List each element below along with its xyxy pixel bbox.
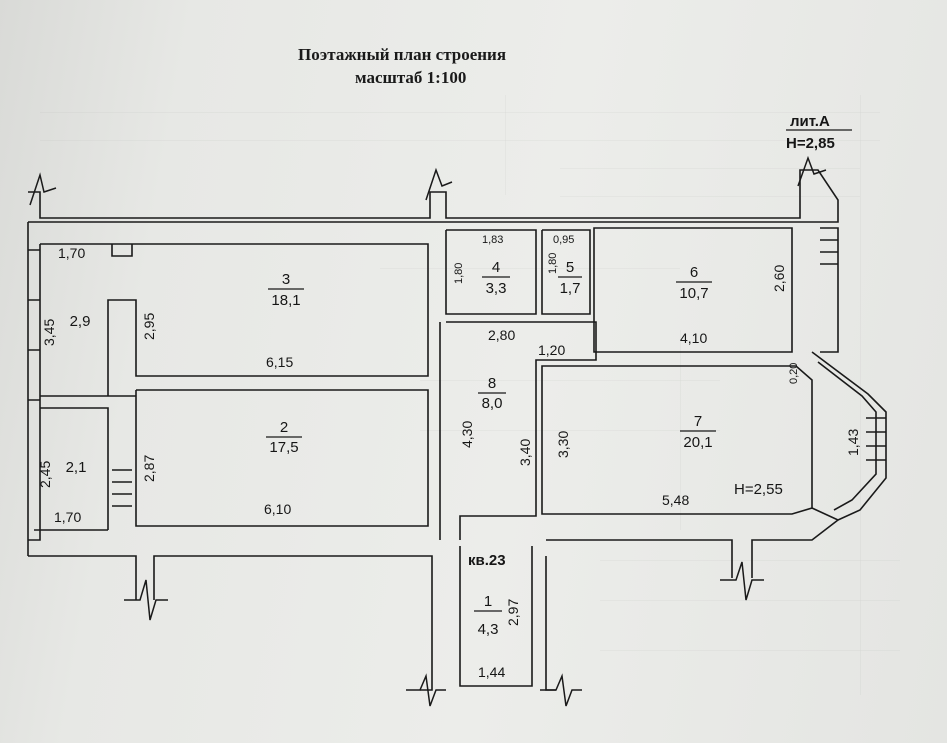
room-2-wall — [135, 389, 429, 527]
dim-2-95: 2,95 — [141, 313, 157, 340]
room-5-number: 5 — [566, 259, 574, 276]
main-height-label: Н=2,85 — [786, 135, 835, 152]
room-1-number: 1 — [484, 593, 492, 610]
dim-3-45: 3,45 — [41, 319, 57, 346]
room-7-number: 7 — [694, 413, 702, 430]
bottom-right-wall — [546, 519, 839, 578]
room-3-wall — [40, 243, 429, 396]
dim-1-20: 1,20 — [538, 342, 565, 358]
room-3-area: 18,1 — [271, 292, 300, 309]
break-mark-bottomleft — [124, 579, 168, 621]
break-mark-bottomright — [720, 561, 764, 601]
room-2-area: 17,5 — [269, 439, 298, 456]
dim-4-10: 4,10 — [680, 330, 707, 346]
room-6-area: 10,7 — [679, 285, 708, 302]
dim-4-30: 4,30 — [459, 421, 475, 448]
room-4-wall — [445, 229, 537, 315]
apartment-label: кв.23 — [468, 552, 506, 569]
dim-2-80: 2,80 — [488, 327, 515, 343]
plan-walls — [27, 169, 887, 691]
dim-1-83: 1,83 — [482, 234, 503, 246]
dim-6-10: 6,10 — [264, 501, 291, 517]
break-mark-topcenter — [425, 167, 453, 201]
room-8-number: 8 — [488, 375, 496, 392]
dim-6-15: 6,15 — [266, 354, 293, 370]
room-5-area: 1,7 — [560, 280, 581, 297]
room-4-number: 4 — [492, 259, 500, 276]
dim-0-95: 0,95 — [553, 234, 574, 246]
room-1-area: 4,3 — [478, 621, 499, 638]
dim-1-70-top: 1,70 — [58, 245, 85, 261]
hallway-8-wall — [446, 321, 597, 540]
dim-2-97: 2,97 — [505, 599, 521, 626]
dim-1-80-a: 1,80 — [453, 263, 465, 284]
window-hatch-bay — [866, 417, 886, 461]
niche-wall — [111, 244, 133, 257]
room-5-wall — [541, 229, 591, 315]
dim-1-44: 1,44 — [478, 664, 505, 680]
dim-5-48: 5,48 — [662, 492, 689, 508]
room-2-number: 2 — [280, 419, 288, 436]
liter-label: лит.А — [790, 113, 830, 130]
dim-1-80-b: 1,80 — [547, 253, 559, 274]
room-3-number: 3 — [282, 271, 290, 288]
right-outer-wall — [820, 227, 839, 353]
room-7-height: Н=2,55 — [734, 481, 783, 498]
dim-3-30: 3,30 — [555, 431, 571, 458]
room-6-wall — [593, 227, 793, 353]
area-fraction-lines — [266, 276, 716, 612]
room-8-area: 8,0 — [482, 395, 503, 412]
dim-3-40: 3,40 — [517, 439, 533, 466]
dim-1-43: 1,43 — [845, 429, 861, 456]
bay-window-outer — [811, 351, 887, 521]
break-mark-bottom1 — [406, 673, 446, 707]
bottom-outer-wall — [28, 555, 433, 691]
window-hatch-right — [820, 239, 838, 265]
bay-window-inner — [817, 361, 877, 511]
break-mark-topleft — [29, 172, 57, 206]
top-corridor-wall — [28, 169, 839, 223]
break-mark-bottom2 — [540, 673, 582, 707]
break-mark-topright — [797, 155, 827, 187]
area-left-top: 2,9 — [70, 313, 91, 330]
plan-title: Поэтажный план строения — [298, 45, 507, 64]
dim-2-60: 2,60 — [771, 265, 787, 292]
break-marks — [29, 155, 827, 707]
room-7-area: 20,1 — [683, 434, 712, 451]
left-inner-wall — [28, 244, 41, 541]
room-6-number: 6 — [690, 264, 698, 281]
room-2-1-wall — [40, 407, 109, 530]
plan-scale: масштаб 1:100 — [355, 68, 467, 87]
window-hatch-left — [112, 469, 132, 507]
room-4-area: 3,3 — [486, 280, 507, 297]
dim-2-87: 2,87 — [141, 455, 157, 482]
room-1-outer — [545, 556, 556, 691]
dim-2-45: 2,45 — [37, 461, 53, 488]
room-1-wall — [459, 546, 533, 687]
dim-0-20: 0,20 — [788, 363, 800, 384]
window-hatch-leftwall — [28, 249, 40, 401]
area-left-bottom: 2,1 — [66, 459, 87, 476]
dim-1-70-bottom: 1,70 — [54, 509, 81, 525]
